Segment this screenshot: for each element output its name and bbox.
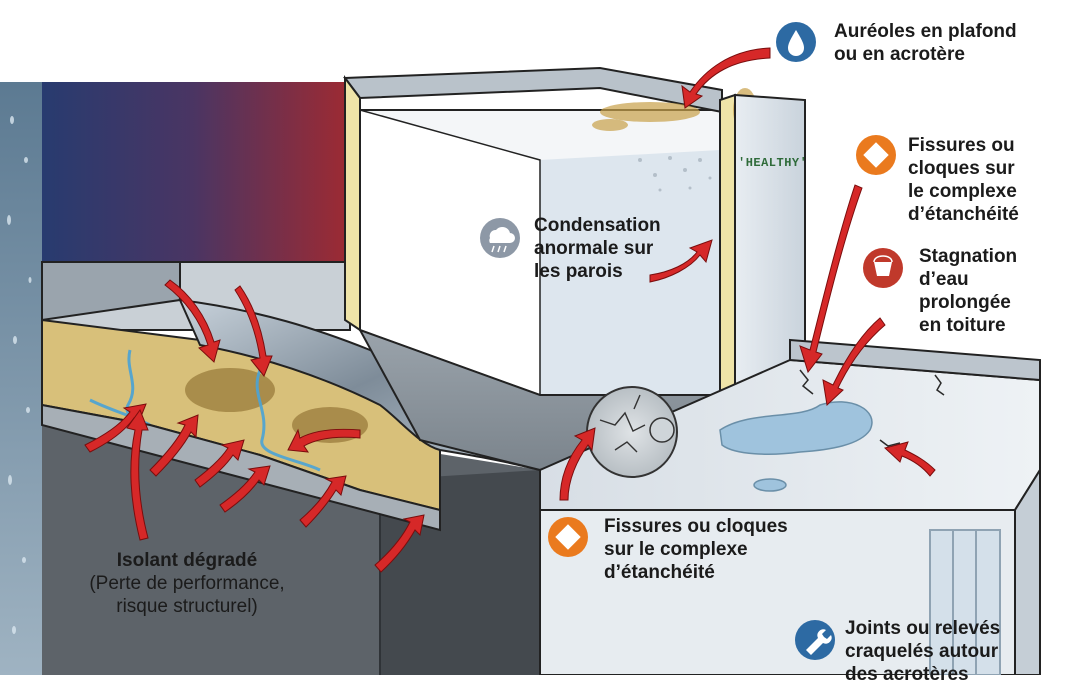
callout-isolant: Isolant dégradé (Perte de performance, r… <box>62 549 312 618</box>
condensation-drops <box>638 156 712 192</box>
callout-line: ou en acrotère <box>834 44 965 65</box>
facade-windows <box>929 529 1001 675</box>
building-facade-side <box>1014 466 1041 675</box>
callout-line: le complexe <box>908 181 1017 202</box>
rainy-window <box>0 82 42 675</box>
callout-condensation: Condensation anormale sur les parois <box>534 214 661 283</box>
callout-line: anormale sur <box>534 238 654 259</box>
callout-line: les parois <box>534 261 623 282</box>
callout-line: d’étanchéité <box>604 562 715 583</box>
rain-drops <box>7 116 32 634</box>
water-puddle <box>719 401 873 455</box>
callout-line: Auréoles en plafond <box>834 21 1017 42</box>
callout-aureoles: Auréoles en plafond ou en acrotère <box>834 20 1017 66</box>
callout-title: Isolant dégradé <box>116 550 258 571</box>
room-frame-left <box>344 75 361 332</box>
cloud-rain-icon <box>480 218 520 258</box>
callout-line: d’eau <box>919 269 969 290</box>
callout-line: prolongée <box>919 292 1011 313</box>
callout-line: Fissures ou cloques <box>604 516 788 537</box>
callout-sub: (Perte de performance, <box>89 573 285 594</box>
callout-stagnation: Stagnation d’eau prolongée en toiture <box>919 245 1017 337</box>
water-drop-icon <box>776 22 816 62</box>
callout-line: cloques sur <box>908 158 1015 179</box>
bucket-icon <box>863 248 903 288</box>
callout-line: Fissures ou <box>908 135 1015 156</box>
room-frame-right <box>719 93 736 396</box>
callout-line: craquelés autour <box>845 641 999 662</box>
room-sign: 'HEALTHY' <box>738 156 808 170</box>
damage-arrows <box>84 47 936 573</box>
diamond-icon <box>548 517 588 557</box>
callout-fissures-top: Fissures ou cloques sur le complexe d’ét… <box>908 134 1019 226</box>
callout-joints: Joints ou relevés craquelés autour des a… <box>845 617 1000 686</box>
background-panel <box>0 82 350 262</box>
callout-sub: risque structurel) <box>116 596 258 617</box>
room-side-wall <box>540 150 720 395</box>
building-facade <box>539 509 1016 675</box>
wrench-icon <box>795 620 835 660</box>
callout-line: Stagnation <box>919 246 1018 267</box>
roof-cracks <box>799 369 945 447</box>
callout-line: Condensation <box>534 215 661 236</box>
callout-line: Joints ou relevés <box>845 618 1001 639</box>
callout-line: sur le complexe <box>604 539 748 560</box>
diamond-icon <box>856 135 896 175</box>
callout-line: en toiture <box>919 315 1006 336</box>
callout-line: d’étanchéité <box>908 204 1019 225</box>
callout-fissures-bottom: Fissures ou cloques sur le complexe d’ét… <box>604 515 788 584</box>
